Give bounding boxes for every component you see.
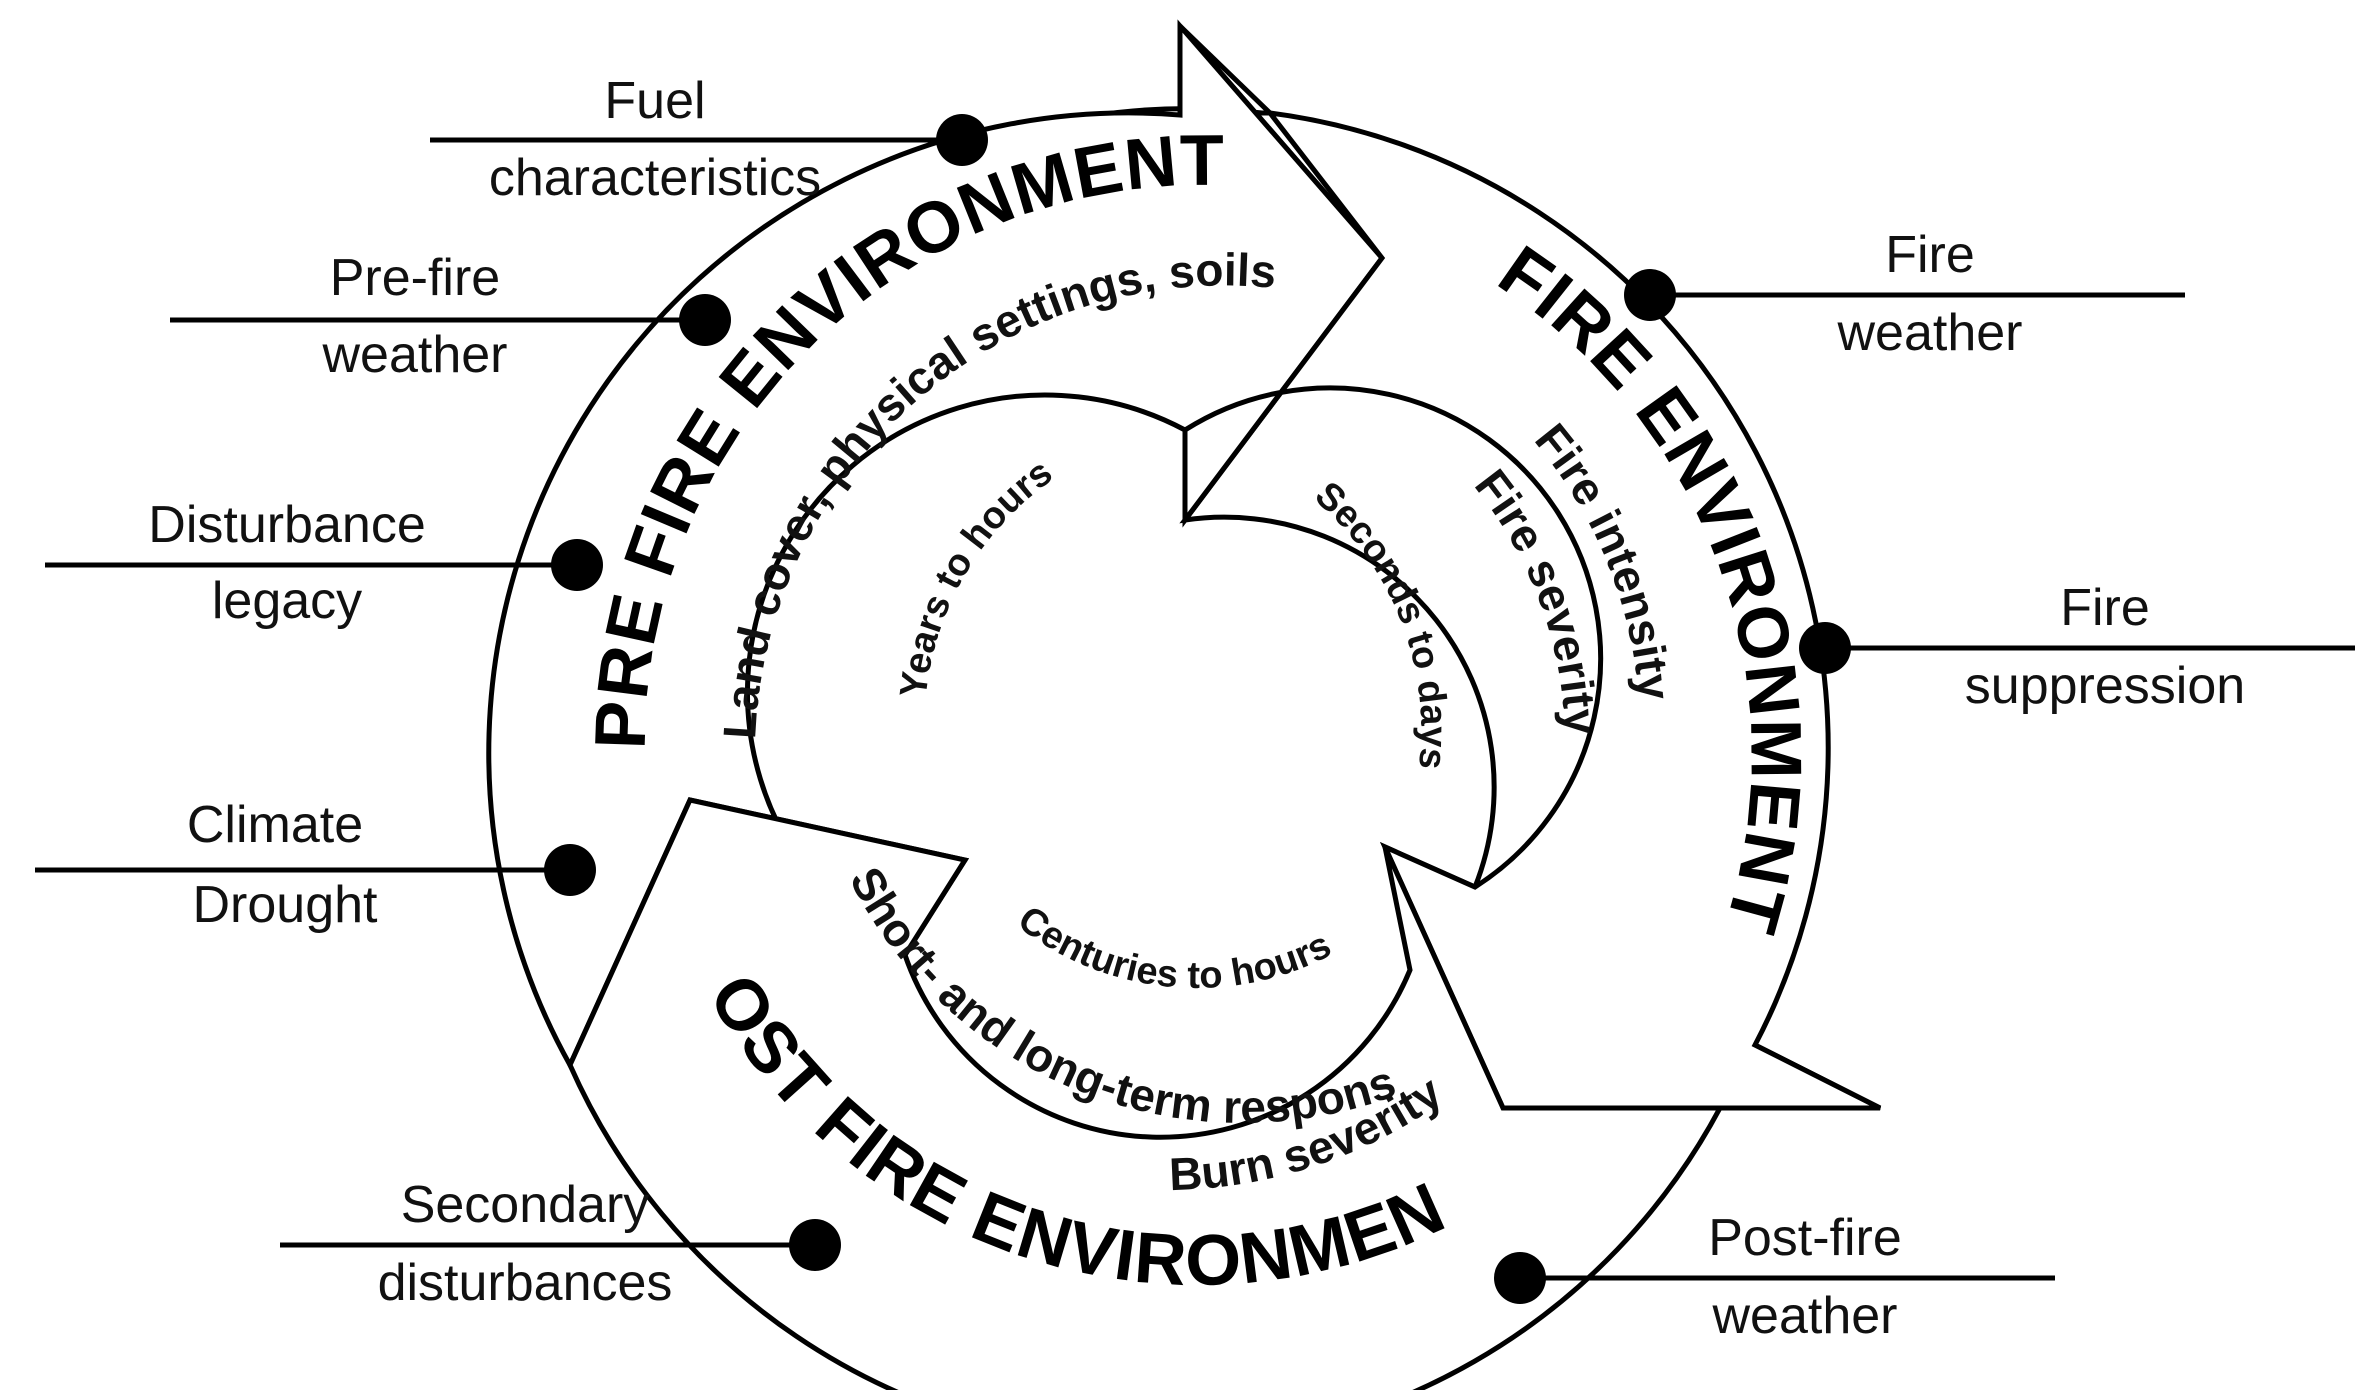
driver-postfire-weather: Post-fire weather [1494,1209,2055,1345]
driver-disturbance-legacy: Disturbance legacy [45,496,603,630]
driver-label-line2: characteristics [489,149,821,207]
driver-label-line2: Drought [193,876,379,934]
postfire-arrow [567,797,1725,1390]
connector-dot [551,539,603,591]
connector-dot [1624,269,1676,321]
driver-label-line2: disturbances [378,1254,673,1312]
driver-label-line1: Fire [2060,579,2150,637]
connector-dot [1494,1252,1546,1304]
driver-label-line2: suppression [1965,657,2245,715]
postfire-arrow-shape [567,797,1725,1390]
driver-label-line2: weather [322,326,508,384]
driver-label-line1: Climate [187,796,363,854]
driver-label-line1: Pre-fire [330,249,500,307]
driver-label-line1: Fire [1885,226,1975,284]
driver-label-line2: weather [1712,1287,1898,1345]
connector-dot [789,1219,841,1271]
connector-dot [679,294,731,346]
driver-label-line1: Post-fire [1708,1209,1902,1267]
connector-dot [936,114,988,166]
connector-dot [544,844,596,896]
driver-fuel-characteristics: Fuel characteristics [430,72,988,207]
driver-secondary-disturbances: Secondary disturbances [280,1176,841,1312]
driver-label-line2: weather [1837,304,2023,362]
driver-fire-suppression: Fire suppression [1799,579,2355,715]
driver-label-line1: Disturbance [148,496,425,554]
driver-label-line1: Fuel [604,72,705,130]
driver-label-line1: Secondary [401,1176,650,1234]
driver-climate-drought: Climate Drought [35,796,596,934]
connector-dot [1799,622,1851,674]
driver-fire-weather: Fire weather [1624,226,2185,362]
driver-prefire-weather: Pre-fire weather [170,249,731,384]
driver-label-line2: legacy [212,572,362,630]
